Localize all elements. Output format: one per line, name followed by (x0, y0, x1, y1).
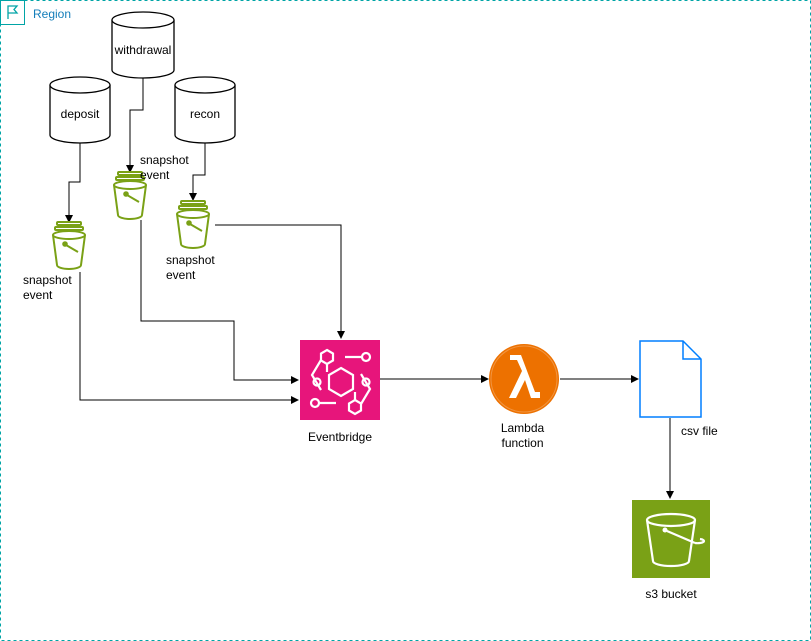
connector-deposit-to-bucket (65, 143, 81, 223)
database-label-withdrawal: withdrawal (114, 43, 172, 57)
lambda-label: Lambda function (500, 421, 545, 450)
connector-withdrawal-to-bucket (126, 78, 144, 173)
region-label: Region (33, 7, 72, 21)
csv-file-label: csv file (681, 424, 718, 438)
eventbridge-icon (300, 340, 380, 420)
lambda-icon (489, 344, 559, 414)
snapshot-event-label-right: snapshot event (166, 253, 215, 282)
connector-recon-to-bucket (189, 143, 206, 201)
database-recon (174, 76, 236, 144)
s3-bucket-icon (113, 171, 147, 220)
database-deposit (49, 76, 111, 144)
connector-right-bucket-to-eventbridge (215, 224, 345, 339)
eventbridge-label: Eventbridge (307, 430, 373, 444)
region-flag-icon (0, 0, 25, 25)
s3-icon (632, 500, 710, 578)
document-icon (639, 340, 702, 418)
s3-bucket-icon (52, 221, 86, 270)
connector-middle-bucket-to-eventbridge (140, 220, 299, 384)
connector-left-bucket-to-eventbridge (79, 272, 299, 404)
database-label-recon: recon (189, 107, 221, 121)
snapshot-event-label-left: snapshot event (23, 273, 72, 302)
database-withdrawal (111, 11, 175, 79)
snapshot-event-label-middle: snapshot event (140, 153, 189, 182)
database-label-deposit: deposit (60, 107, 100, 121)
connectors (65, 78, 674, 499)
s3-bucket-icon (176, 200, 210, 249)
s3-bucket-label: s3 bucket (645, 587, 697, 601)
